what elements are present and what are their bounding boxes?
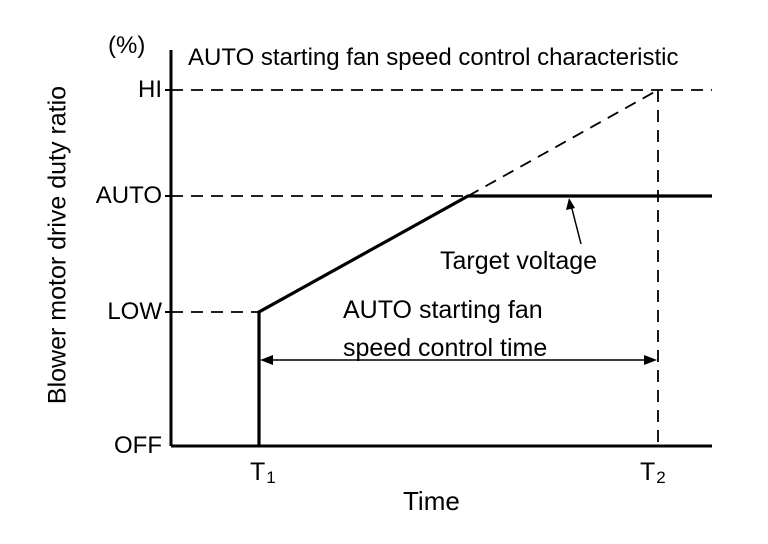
y-unit-label: (%) <box>108 32 146 59</box>
control-time-arrow-left <box>260 355 273 365</box>
x-tick-t1: T1 <box>250 458 276 487</box>
extrapolated-ramp <box>467 89 659 197</box>
target-voltage-leader <box>570 204 582 245</box>
target-voltage-label: Target voltage <box>440 247 598 275</box>
diagram-title: AUTO starting fan speed control characte… <box>188 44 679 71</box>
control-time-arrow-right <box>644 355 657 365</box>
control-time-label-line1: AUTO starting fan <box>343 296 543 324</box>
y-axis-label: Blower motor drive duty ratio <box>43 85 72 405</box>
y-tick-hi: HI <box>138 76 162 103</box>
control-time-label-line2: speed control time <box>343 334 548 362</box>
x-tick-t2: T2 <box>640 458 666 487</box>
y-tick-low: LOW <box>107 298 162 325</box>
duty-ratio-curve <box>257 194 712 446</box>
y-tick-auto: AUTO <box>95 182 162 209</box>
target-voltage-arrowhead <box>566 198 575 210</box>
y-tick-off: OFF <box>114 432 162 459</box>
x-axis-label: Time <box>403 486 460 516</box>
